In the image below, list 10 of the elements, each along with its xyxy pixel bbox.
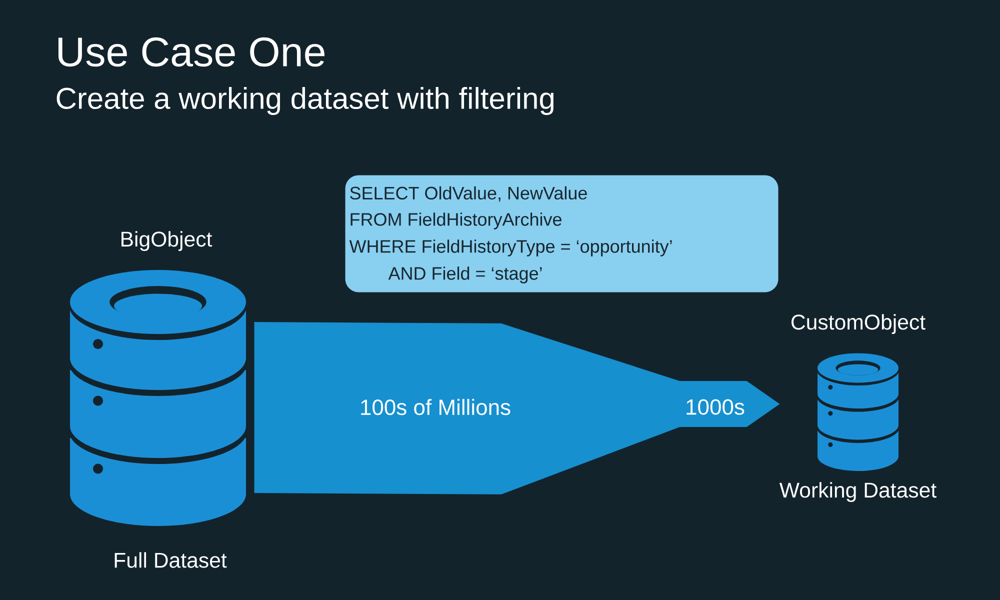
query-box: SELECT OldValue, NewValue FROM FieldHistoryArchive WHERE FieldHistoryType = ‘opportunity’ AND Field = ‘stage’ — [345, 175, 778, 292]
database-label: BigObject — [122, 231, 212, 251]
title: Use Case One — [58, 37, 324, 67]
count-label: 1000s — [686, 399, 744, 415]
database-caption: Full Dataset — [114, 552, 227, 568]
edge-label: 100s of Millions — [361, 398, 510, 416]
database-caption: Working Dataset — [779, 482, 936, 502]
subtitle: Create a working dataset with filtering — [56, 87, 554, 115]
funnel-arrow — [254, 322, 780, 494]
database-label: CustomObject — [792, 314, 926, 334]
